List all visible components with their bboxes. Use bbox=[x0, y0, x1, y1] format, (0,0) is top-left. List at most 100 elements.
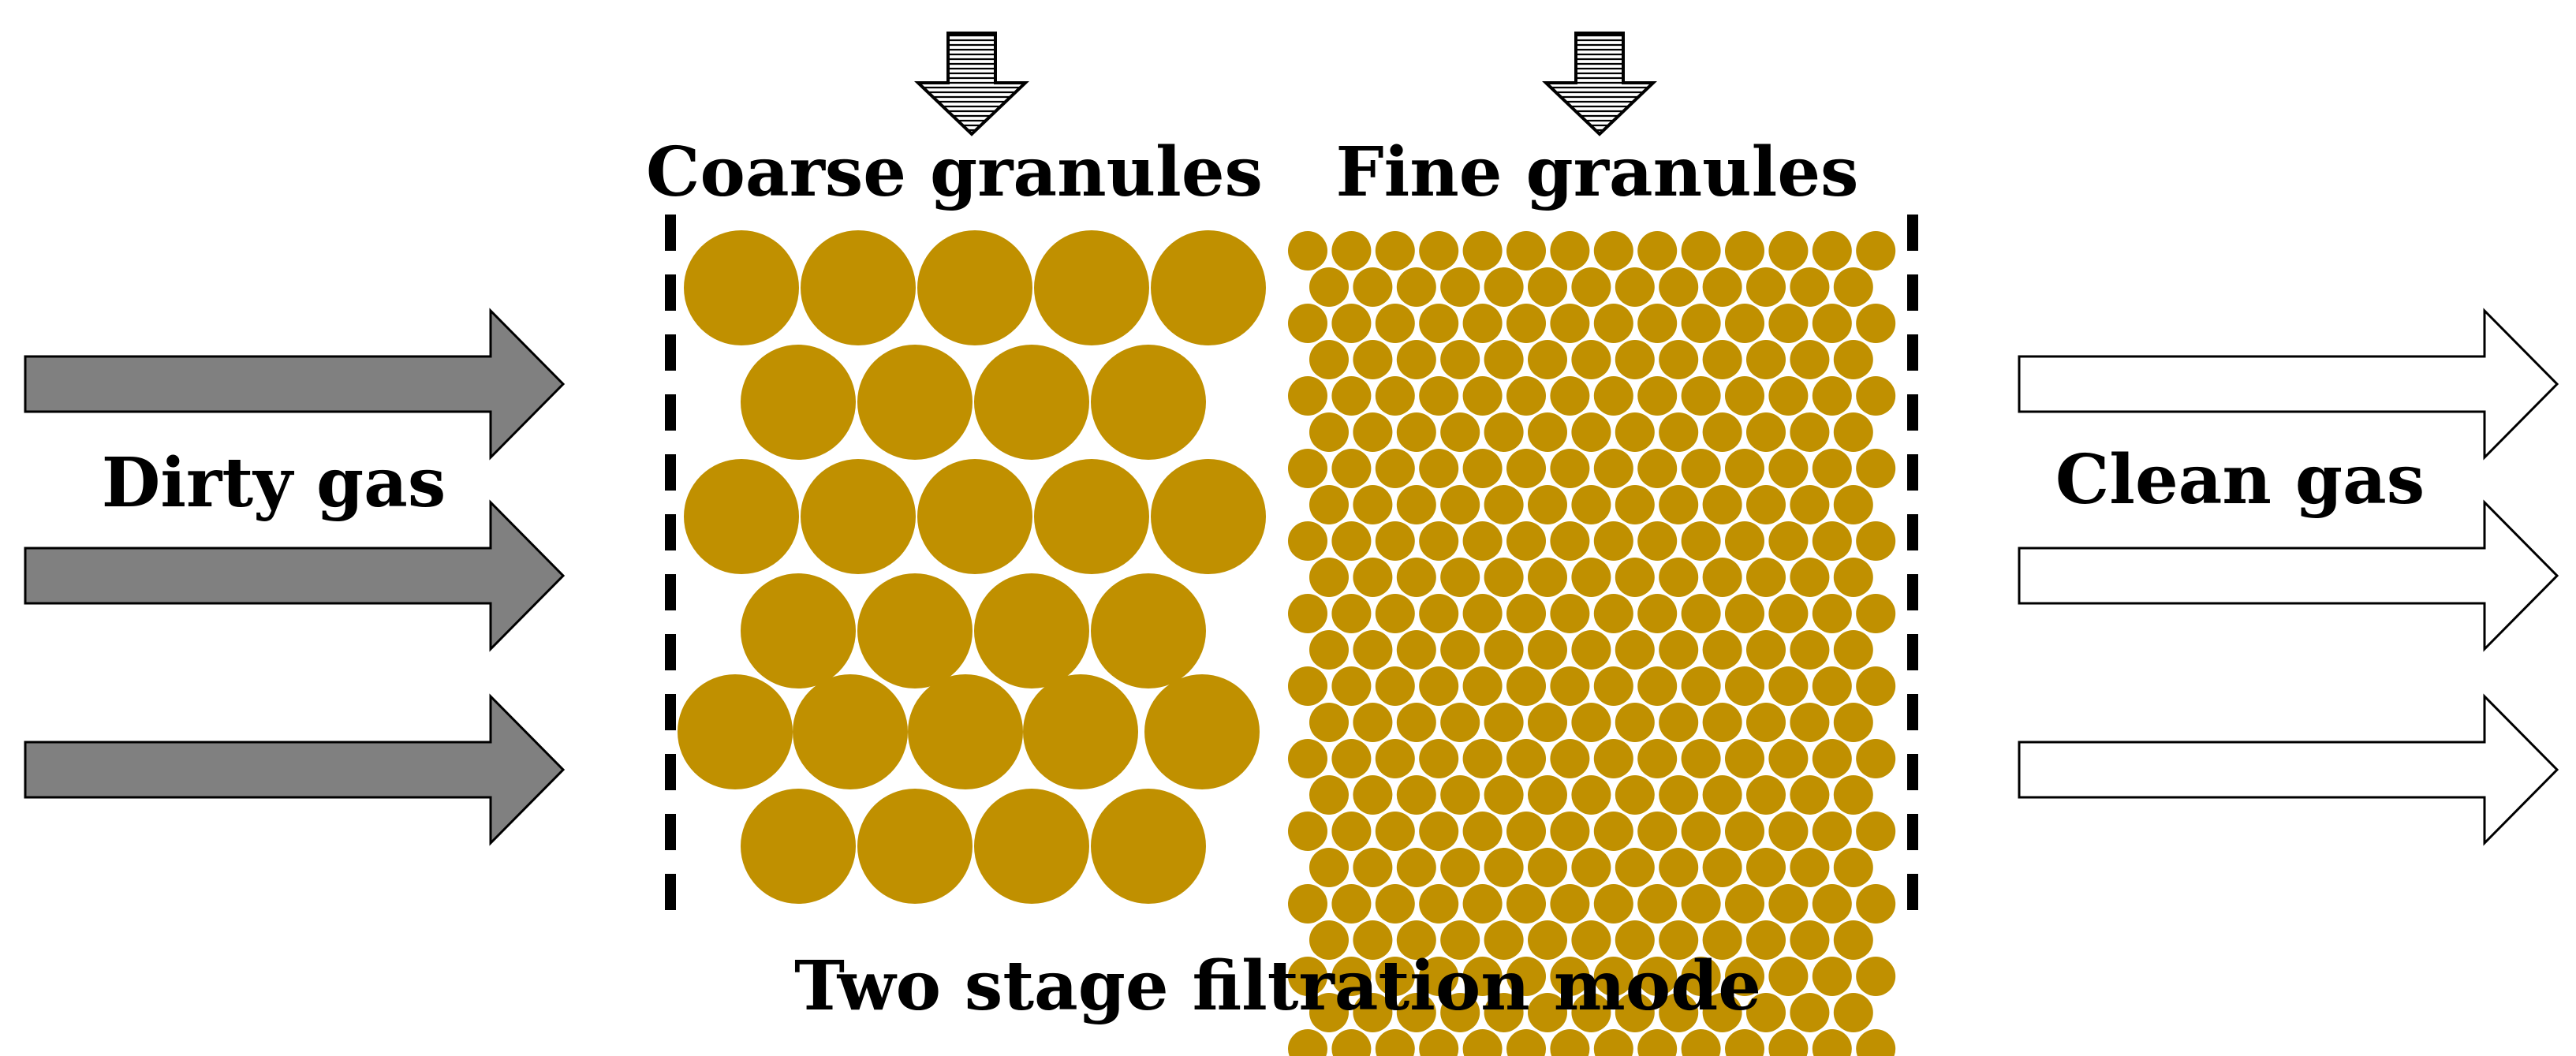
fine-granule bbox=[1637, 666, 1678, 706]
fine-granule bbox=[1659, 630, 1699, 670]
fine-granule bbox=[1396, 485, 1436, 524]
fine-granule bbox=[1419, 304, 1459, 343]
dirty-gas-label: Dirty gas bbox=[102, 443, 446, 523]
fine-granule bbox=[1637, 521, 1678, 561]
fine-granule bbox=[1353, 412, 1393, 452]
fine-granule bbox=[1571, 848, 1611, 887]
fine-granule bbox=[1637, 884, 1678, 924]
fine-granule bbox=[1462, 957, 1503, 996]
fine-granule bbox=[1309, 630, 1349, 670]
fine-granule bbox=[1571, 920, 1611, 960]
fine-granule bbox=[1419, 1029, 1459, 1056]
fine-granule bbox=[1462, 304, 1503, 343]
fine-granule bbox=[1506, 812, 1546, 851]
fine-granule bbox=[1768, 594, 1809, 633]
fine-granule bbox=[1353, 703, 1393, 742]
coarse-granule bbox=[684, 459, 799, 574]
fine-granule bbox=[1681, 231, 1721, 271]
fine-granule bbox=[1528, 558, 1567, 597]
fine-granule bbox=[1812, 1029, 1852, 1056]
fine-granule bbox=[1856, 666, 1896, 706]
clean-gas-label: Clean gas bbox=[2055, 440, 2425, 520]
fine-granule bbox=[1309, 703, 1349, 742]
fine-granule bbox=[1812, 739, 1852, 778]
fine-granule bbox=[1571, 485, 1611, 524]
fine-granule bbox=[1550, 812, 1590, 851]
fine-granule bbox=[1833, 340, 1873, 379]
fine-granule bbox=[1288, 812, 1327, 851]
coarse-granule bbox=[1023, 674, 1138, 789]
fine-granule bbox=[1419, 812, 1459, 851]
fine-granule bbox=[1659, 340, 1699, 379]
fine-granule bbox=[1484, 485, 1524, 524]
fine-granule bbox=[1790, 920, 1830, 960]
fine-granule bbox=[1396, 630, 1436, 670]
fine-granule bbox=[1746, 558, 1786, 597]
fine-granule bbox=[1681, 594, 1721, 633]
clean-gas-arrow-icon bbox=[2018, 499, 2559, 652]
fine-granule bbox=[1484, 920, 1524, 960]
fine-granule bbox=[1288, 231, 1327, 271]
fine-granule bbox=[1768, 666, 1809, 706]
fine-granule bbox=[1725, 231, 1764, 271]
fine-granule bbox=[1768, 812, 1809, 851]
fine-granule bbox=[1396, 848, 1436, 887]
coarse-granule bbox=[741, 789, 856, 904]
fine-granule bbox=[1462, 666, 1503, 706]
coarse-granule bbox=[678, 674, 793, 789]
coarse-granule-bed bbox=[678, 230, 1266, 904]
fine-granule bbox=[1725, 666, 1764, 706]
fine-granule bbox=[1790, 993, 1830, 1032]
fine-granule bbox=[1593, 666, 1633, 706]
fine-granule bbox=[1790, 412, 1830, 452]
fine-granule bbox=[1462, 231, 1503, 271]
fine-granule bbox=[1637, 739, 1678, 778]
coarse-granule bbox=[801, 459, 916, 574]
fine-granule bbox=[1702, 340, 1742, 379]
fine-granule bbox=[1812, 666, 1852, 706]
fine-granule bbox=[1506, 231, 1546, 271]
coarse-granule bbox=[1151, 230, 1266, 345]
fine-granule bbox=[1702, 993, 1742, 1032]
fine-granule bbox=[1681, 376, 1721, 416]
fine-granule bbox=[1637, 957, 1678, 996]
fine-granule bbox=[1506, 449, 1546, 488]
fine-granule bbox=[1309, 775, 1349, 815]
dirty-gas-arrow-icon bbox=[24, 693, 566, 846]
fine-granule bbox=[1768, 231, 1809, 271]
fine-granule bbox=[1375, 594, 1415, 633]
fine-granule bbox=[1637, 594, 1678, 633]
fine-granule bbox=[1856, 231, 1896, 271]
fine-granules-label: Fine granules bbox=[1336, 132, 1859, 212]
fine-granule bbox=[1593, 812, 1633, 851]
fine-granule bbox=[1593, 376, 1633, 416]
fine-granule bbox=[1812, 304, 1852, 343]
clean-gas-arrow-icon bbox=[2018, 308, 2559, 461]
fine-granule bbox=[1659, 558, 1699, 597]
coarse-granule bbox=[857, 573, 973, 688]
fine-granule bbox=[1615, 630, 1655, 670]
fine-granule bbox=[1419, 594, 1459, 633]
coarse-granule bbox=[741, 573, 856, 688]
fine-granule bbox=[1681, 449, 1721, 488]
coarse-granule bbox=[974, 789, 1089, 904]
fine-granule bbox=[1440, 630, 1480, 670]
coarse-granule bbox=[917, 230, 1032, 345]
fine-granule bbox=[1506, 884, 1546, 924]
fine-granule bbox=[1288, 1029, 1327, 1056]
fine-granule bbox=[1856, 957, 1896, 996]
coarse-granule bbox=[1091, 573, 1206, 688]
fine-granule bbox=[1550, 884, 1590, 924]
fine-granule bbox=[1812, 231, 1852, 271]
fine-granule bbox=[1396, 340, 1436, 379]
fine-granule bbox=[1593, 957, 1633, 996]
fine-granule bbox=[1725, 304, 1764, 343]
fine-granule bbox=[1768, 1029, 1809, 1056]
fine-granule bbox=[1856, 376, 1896, 416]
fine-granule bbox=[1375, 1029, 1415, 1056]
fine-granule bbox=[1746, 412, 1786, 452]
fine-granule bbox=[1812, 521, 1852, 561]
coarse-granule bbox=[793, 674, 908, 789]
fine-granule bbox=[1419, 231, 1459, 271]
coarse-granule bbox=[908, 674, 1023, 789]
